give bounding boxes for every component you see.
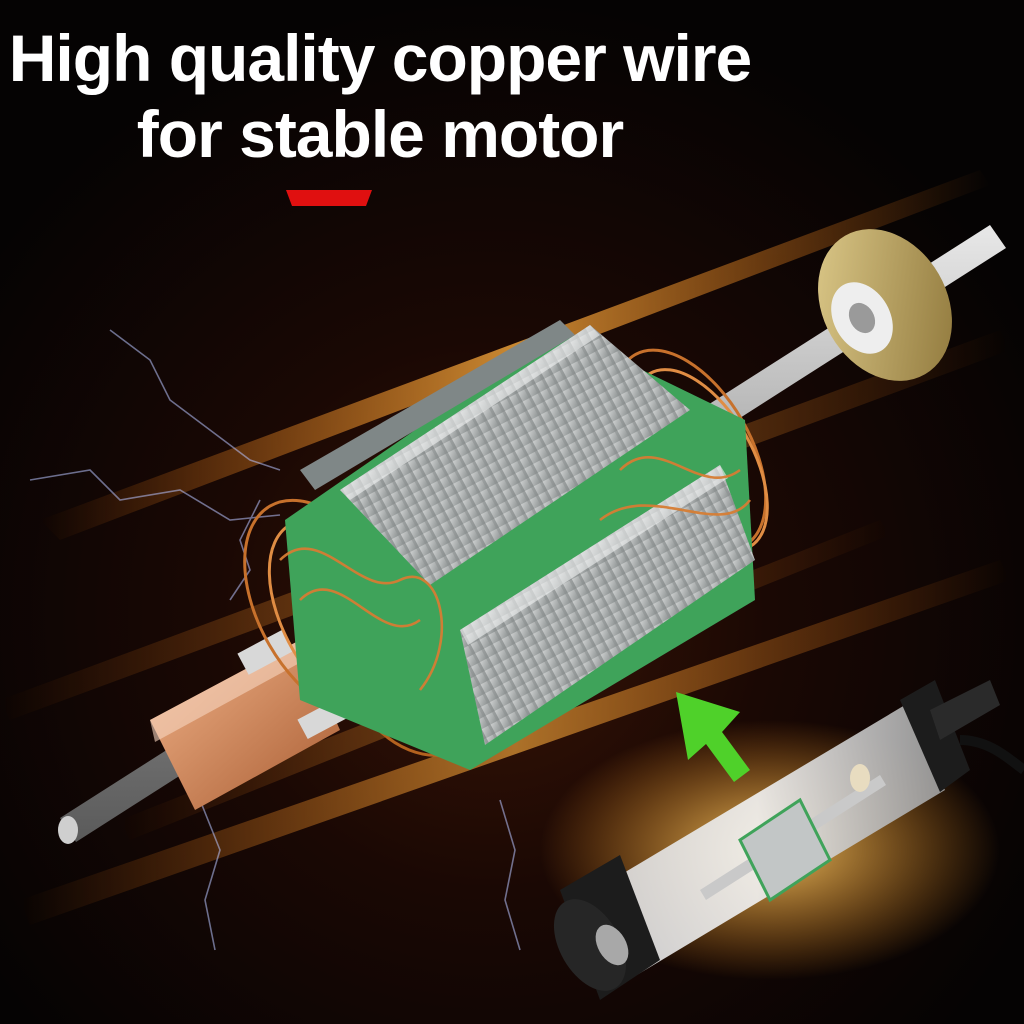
- lightning-bolts: [29, 329, 521, 951]
- brass-bushing: [818, 229, 952, 381]
- arrow-up-right-icon: [676, 692, 750, 782]
- headline-line-2: for stable motor: [136, 97, 624, 171]
- pump-inset: [540, 680, 1024, 1000]
- laminated-pole-top: [340, 325, 690, 585]
- copper-front-wraps: [279, 456, 752, 691]
- laminated-pole-left: [300, 320, 575, 490]
- red-accent-bar: [286, 190, 372, 206]
- laminated-pole-bottom: [460, 465, 755, 745]
- headline-line-1: High quality copper wire: [8, 21, 752, 95]
